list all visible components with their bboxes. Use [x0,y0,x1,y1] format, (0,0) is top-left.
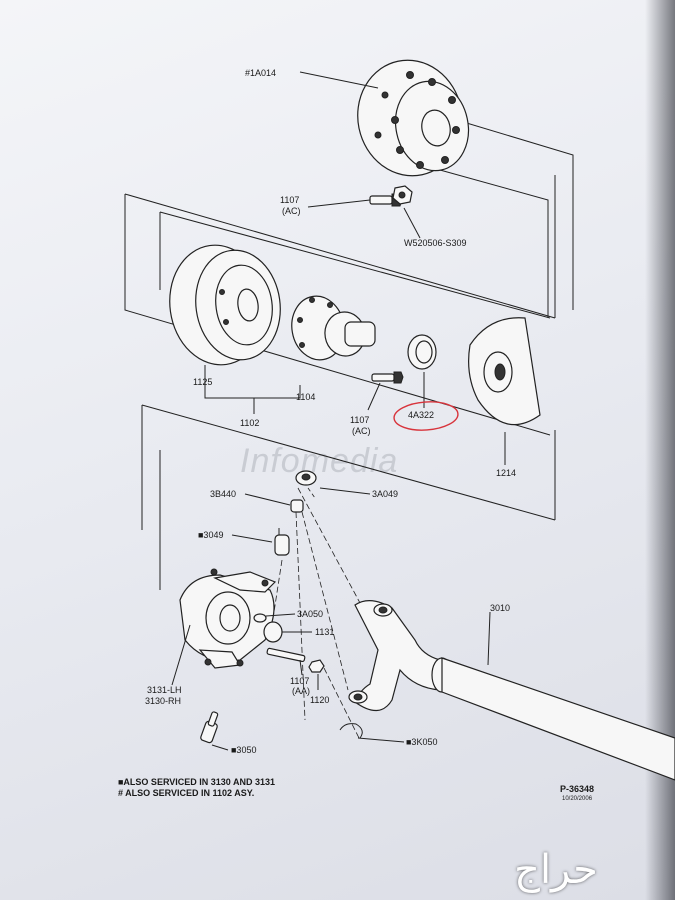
top-flange-frame [439,114,574,318]
nut-3A049 [295,470,317,486]
label-3010: 3010 [490,603,510,613]
steering-knuckle [179,568,277,669]
plug-1131 [263,621,283,643]
watermark-text: Infomedia [240,442,398,480]
label-1107-mid-sub: (AC) [352,426,371,436]
leader-3A050 [265,613,296,617]
seal-4A322 [407,334,437,370]
leader-1107-mid [367,382,381,411]
leader-W520506 [403,207,421,239]
leader-3010 [487,611,491,666]
label-1107-AA-sub: (AA) [292,686,310,696]
label-1131: 1131 [315,627,334,637]
sleeve-3B440 [290,499,304,513]
stud-3050 [200,711,219,744]
label-1107-top-sub: (AC) [282,206,301,216]
figure-id: P-36348 [560,784,594,794]
label-3131-lh: 3131-LH [147,685,182,695]
washer-3A050 [253,613,267,623]
flange-1A014 [357,59,470,177]
leader-3B440 [244,493,291,506]
label-3A050: 3A050 [297,609,323,619]
label-3B440: 3B440 [210,489,236,499]
bolt-1107-mid [371,371,404,384]
leader-3K050 [357,737,405,743]
leader-1107-top [307,199,371,208]
knuckle-assembly-frame [141,404,556,590]
leader-3049 [231,534,273,543]
leader-3131 [171,624,191,686]
highlight-circle [393,401,459,431]
figure-date: 10/20/2006 [562,796,593,802]
label-1120: 1120 [310,695,329,705]
label-3130-rh: 3130-RH [145,696,181,706]
axle-yoke-3010 [348,600,675,781]
label-1A014: #1A014 [245,68,276,78]
footnote-line-2: # ALSO SERVICED IN 1102 ASY. [118,788,254,798]
leader-3A049 [319,487,371,495]
nut-1120 [308,659,325,673]
leader-3050 [211,744,229,751]
splash-shield-1214 [468,317,541,426]
leader-1107-AA [299,659,303,676]
label-W520506: W520506-S309 [404,238,467,248]
nut-W520506 [392,185,413,205]
label-1125: 1125 [193,377,212,387]
bracket-1102 [204,365,301,399]
label-4A322: 4A322 [408,410,434,420]
label-1107-mid: 1107 [350,415,369,425]
label-3050: ■3050 [231,745,256,755]
brake-drum-1125 [169,244,281,366]
ball-joint-3049 [274,528,290,556]
label-1107-top: 1107 [280,195,299,205]
label-1107-AA: 1107 [290,676,309,686]
footnote-line-1: ■ALSO SERVICED IN 3130 AND 3131 [118,777,275,787]
leader-1A014 [299,71,379,89]
snap-ring-3K050 [339,723,363,739]
hub-1104 [291,295,376,361]
stud-1107-AA [266,647,306,662]
hub-assembly-frame [124,175,556,436]
label-1214: 1214 [496,468,516,478]
label-3K050: ■3K050 [406,737,437,747]
label-1104: 1104 [296,392,315,402]
haraj-logo: حراج [514,847,598,893]
label-1102: 1102 [240,418,259,428]
label-3A049: 3A049 [372,489,398,499]
label-3049: ■3049 [198,530,223,540]
